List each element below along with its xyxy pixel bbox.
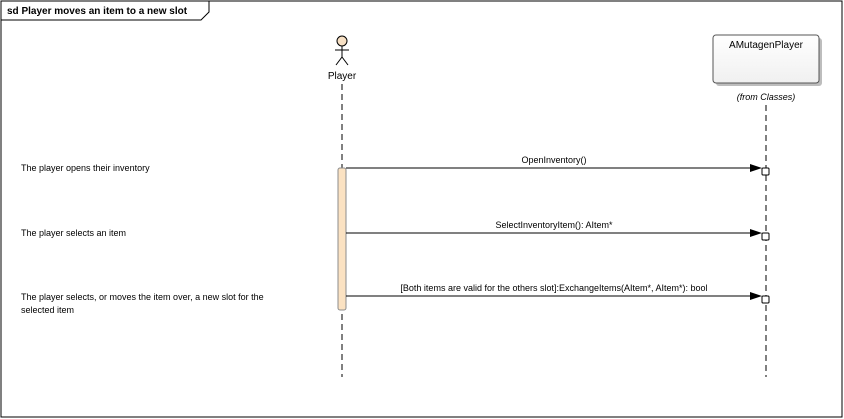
frame-title-tab	[1, 1, 210, 21]
message-open-inventory[interactable]: OpenInventory()	[346, 155, 770, 176]
note-select-slot-line2: selected item	[21, 305, 74, 315]
arrowhead	[750, 292, 762, 300]
object-box	[712, 34, 820, 84]
actor-name: Player	[328, 71, 357, 82]
arrowhead	[750, 229, 762, 237]
note-select-slot-line1: The player selects, or moves the item ov…	[21, 292, 264, 302]
receive-port	[761, 295, 770, 304]
note-open-inventory: The player opens their inventory	[21, 163, 150, 173]
frame-title: sd Player moves an item to a new slot	[7, 6, 188, 17]
player-activation-bar	[337, 167, 347, 311]
actor-player[interactable]: Player	[328, 35, 357, 82]
message-label: [Both items are valid for the others slo…	[400, 283, 707, 293]
object-name: AMutagenPlayer	[729, 40, 804, 51]
note-select-item: The player selects an item	[21, 228, 126, 238]
actor-leg-left	[335, 56, 343, 66]
object-amutagenplayer[interactable]: AMutagenPlayer (from Classes)	[712, 34, 822, 102]
receive-port	[761, 232, 770, 241]
message-exchange-items[interactable]: [Both items are valid for the others slo…	[346, 283, 770, 304]
arrowhead	[750, 164, 762, 172]
object-stereotype: (from Classes)	[737, 92, 796, 102]
message-label: SelectInventoryItem(): AItem*	[495, 220, 613, 230]
message-select-inventory-item[interactable]: SelectInventoryItem(): AItem*	[346, 220, 770, 241]
receive-port	[761, 167, 770, 176]
actor-leg-right	[341, 56, 349, 66]
message-label: OpenInventory()	[521, 155, 586, 165]
actor-head	[336, 35, 348, 47]
